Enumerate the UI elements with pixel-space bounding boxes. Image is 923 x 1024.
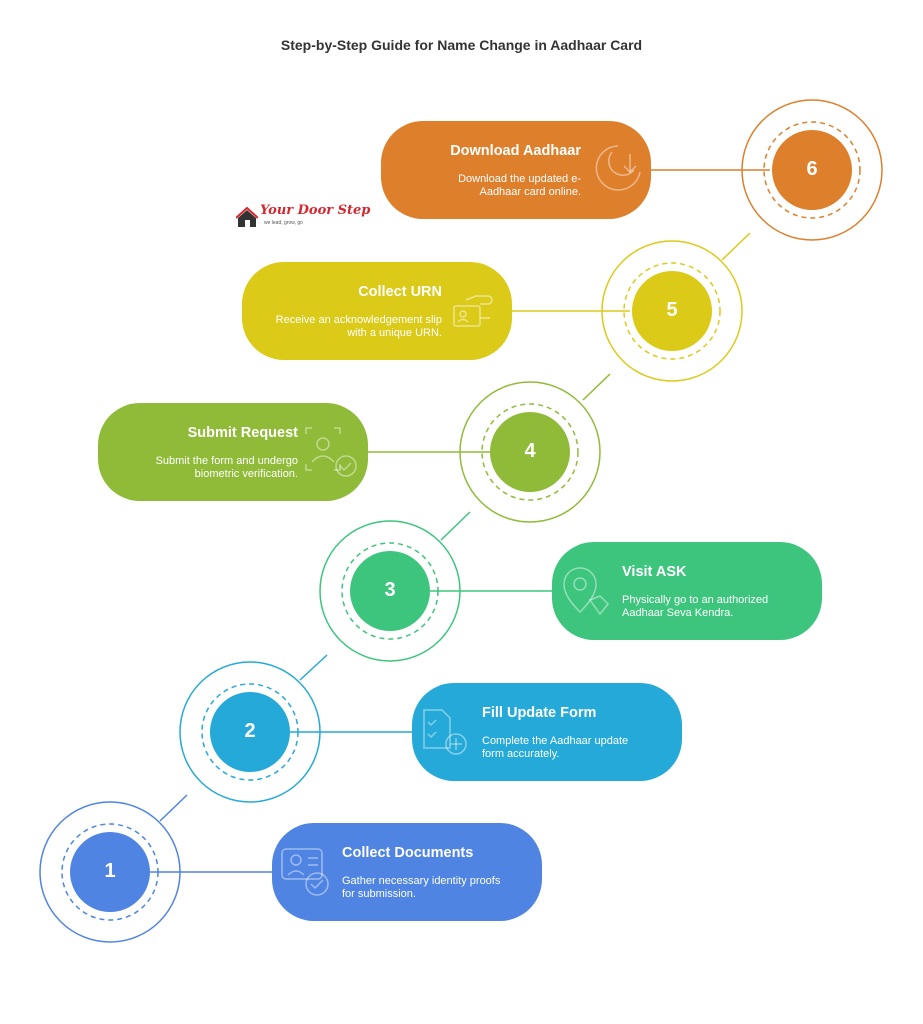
step-2-dashed-ring — [201, 683, 299, 781]
step-1 — [39, 801, 542, 943]
step-5-dashed-ring — [623, 262, 721, 360]
step-6-outer-ring — [741, 99, 883, 241]
step-6-title: Download Aadhaar — [450, 143, 581, 159]
connector-1-2 — [159, 794, 188, 822]
connector-3-4 — [440, 511, 471, 541]
step-4-dashed-ring — [481, 403, 579, 501]
step-4 — [98, 381, 601, 523]
step-3-outer-ring — [319, 520, 461, 662]
step-5-card — [242, 262, 512, 360]
step-5-number: 5 — [666, 299, 678, 321]
step-2-title: Fill Update Form — [482, 705, 597, 721]
step-1-outer-ring — [39, 801, 181, 943]
step-4-circle — [490, 412, 570, 492]
download-icon — [595, 145, 641, 191]
step-2-circle — [210, 692, 290, 772]
step-1-description: Gather necessary identity proofs for sub… — [342, 875, 501, 900]
step-3-title: Visit ASK — [622, 564, 687, 580]
logo-tagline: we lead, grow, go — [264, 220, 303, 226]
connector-4-5 — [582, 373, 611, 401]
biometric-check-icon — [305, 427, 357, 477]
step-3-dashed-ring — [341, 542, 439, 640]
step-4-number: 4 — [524, 440, 536, 462]
step-6-number: 6 — [806, 158, 818, 180]
step-4-description: Submit the form and undergo biometric ve… — [155, 455, 298, 480]
step-1-dashed-ring — [61, 823, 159, 921]
form-add-icon — [423, 709, 467, 755]
step-3-card — [552, 542, 822, 640]
step-5 — [242, 240, 743, 382]
step-4-outer-ring — [459, 381, 601, 523]
step-3-number: 3 — [384, 579, 396, 601]
step-5-description: Receive an acknowledgement slip with a u… — [275, 314, 442, 339]
step-1-title: Collect Documents — [342, 845, 474, 861]
step-2-description: Complete the Aadhaar update form accurat… — [482, 735, 629, 760]
step-5-title: Collect URN — [358, 284, 442, 300]
step-5-circle — [632, 271, 712, 351]
step-4-title: Submit Request — [187, 425, 298, 441]
step-2-card — [412, 683, 682, 781]
step-1-number: 1 — [104, 860, 116, 882]
receipt-hand-icon — [453, 295, 493, 327]
step-1-card — [272, 823, 542, 921]
logo-name: Your Door Step — [260, 203, 371, 218]
step-6-circle — [772, 130, 852, 210]
step-2-number: 2 — [244, 720, 256, 742]
step-2 — [179, 661, 682, 803]
connector-5-6 — [721, 232, 751, 261]
step-2-outer-ring — [179, 661, 321, 803]
step-4-card — [98, 403, 368, 501]
house-logo-icon — [236, 207, 258, 227]
diagram-title: Step-by-Step Guide for Name Change in Aa… — [280, 37, 643, 53]
step-6-dashed-ring — [763, 121, 861, 219]
step-1-circle — [70, 832, 150, 912]
step-3-circle — [350, 551, 430, 631]
step-3 — [319, 520, 822, 662]
step-6-description: Download the updated e-Aadhaar card onli… — [458, 173, 581, 198]
step-6 — [381, 99, 883, 241]
location-pin-icon — [563, 567, 610, 616]
step-6-card — [381, 121, 651, 219]
connector-2-3 — [299, 654, 328, 681]
logo: Your Door Step we lead, grow, go — [236, 203, 370, 235]
step-3-description: Physically go to an authorized Aadhaar S… — [622, 594, 769, 619]
step-5-outer-ring — [601, 240, 743, 382]
id-card-check-icon — [281, 848, 329, 896]
